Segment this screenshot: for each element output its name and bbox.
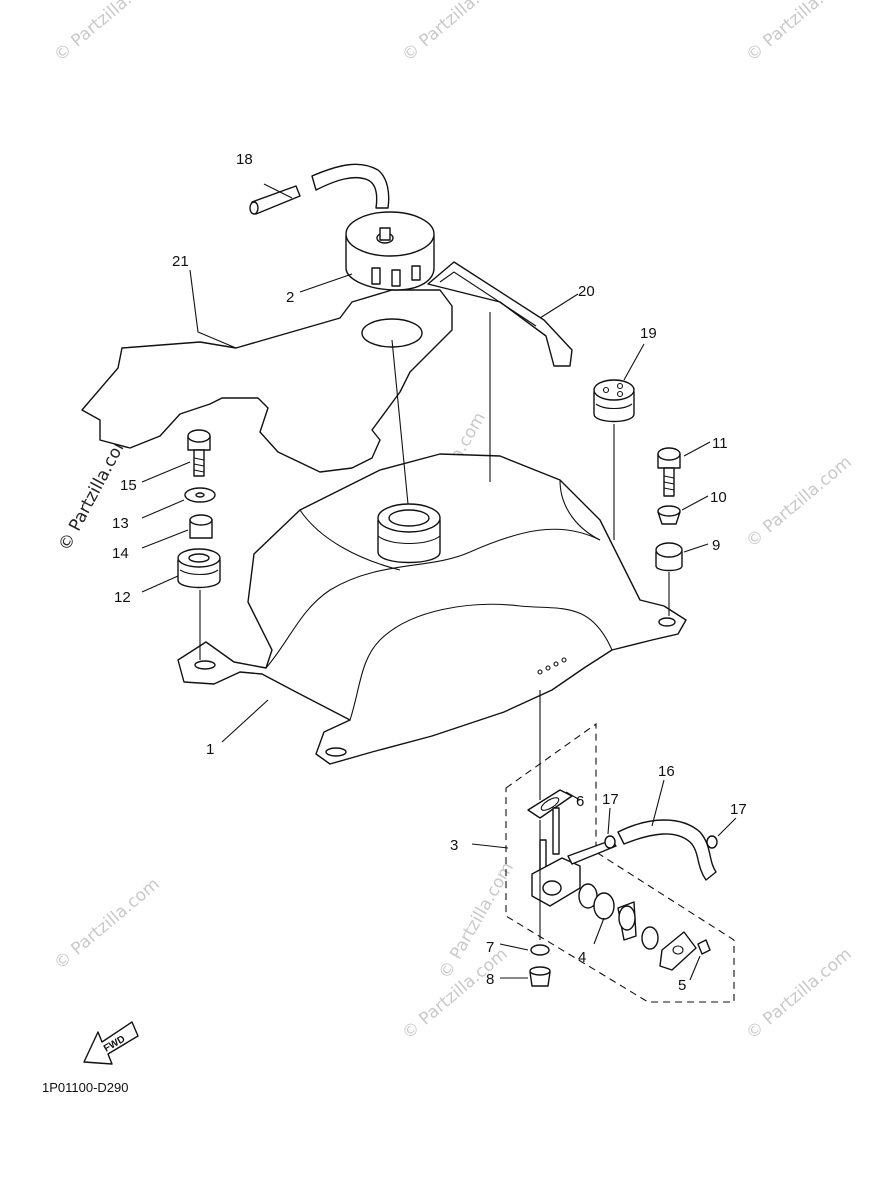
watermark-lower-left: © Partzilla.com [50,874,163,974]
part-7-washer [530,944,550,956]
fwd-arrow-icon: FWD [83,1021,139,1065]
part-19-grommet [593,379,635,423]
part-15-bolt [187,429,211,477]
part-18-breather-hose [249,163,390,215]
part-20-tank-band [427,261,573,367]
callout-2: 2 [286,289,294,306]
callout-12: 12 [114,589,131,606]
part-8-drain-screw [529,966,551,987]
part-11-bolt [657,447,681,497]
part-16-fuel-hose [617,819,717,881]
callout-5: 5 [678,977,686,994]
part-1-fuel-tank [177,453,687,765]
callout-9: 9 [712,537,720,554]
callout-1: 1 [206,741,214,758]
part-2-fuel-cap [345,211,435,291]
fuel-cock-assembly-box [505,722,735,1003]
callout-20: 20 [578,283,595,300]
watermark-bottom-right: © Partzilla.com [742,944,855,1044]
callout-3: 3 [450,837,458,854]
watermark-top-center: © Partzilla.com [398,0,511,66]
part-14-collar [189,514,213,539]
part-21-tank-pad [81,289,453,473]
callout-14: 14 [112,545,129,562]
callout-16: 16 [658,763,675,780]
callout-13: 13 [112,515,129,532]
callout-15: 15 [120,477,137,494]
callout-17-a: 17 [602,791,619,808]
callout-8: 8 [486,971,494,988]
part-12-damper [177,548,221,589]
watermark-top-left: © Partzilla.com [50,0,163,66]
diagram-code: 1P01100-D290 [42,1080,129,1095]
callout-7: 7 [486,939,494,956]
callout-6: 6 [576,793,584,810]
part-17-hose-clips [604,835,718,849]
part-3-fuel-cock [531,807,617,907]
callout-18: 18 [236,151,253,168]
fwd-label: FWD [102,1034,127,1055]
part-6-gasket [527,789,573,819]
leader-lines [141,183,737,981]
callout-11: 11 [712,435,728,452]
callout-21: 21 [172,253,189,270]
callout-10: 10 [710,489,727,506]
callout-labels: 18 21 2 20 19 11 10 9 15 13 14 12 1 16 6… [112,151,747,994]
part-9-grommet [655,542,683,572]
part-13-washer [184,487,216,503]
watermark-mid-right: © Partzilla.com [742,452,855,552]
watermark-top-right: © Partzilla.com [742,0,855,66]
part-4-lever-parts [578,883,711,971]
callout-4: 4 [578,949,586,966]
callout-19: 19 [640,325,657,342]
part-10-collar [657,505,681,525]
callout-17-b: 17 [730,801,747,818]
